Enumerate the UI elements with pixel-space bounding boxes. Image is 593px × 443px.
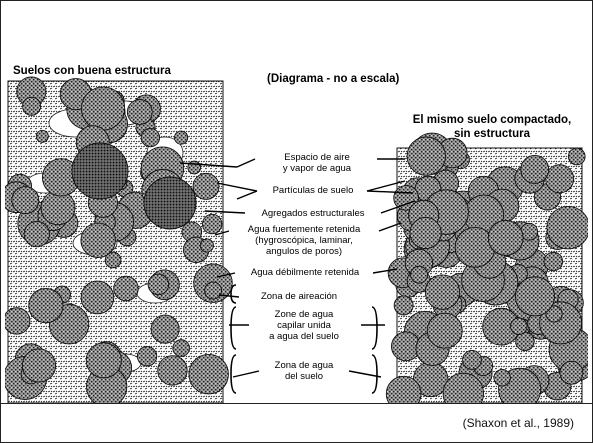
compacted-particle (407, 137, 445, 175)
soil-particle (81, 87, 124, 130)
label-capillary-water-zone: Zone de agua capilar unida a agua del su… (249, 309, 359, 342)
compacted-particle (560, 361, 583, 384)
soil-particle (81, 223, 115, 257)
label-structural-aggregates: Agregados estructurales (243, 208, 383, 219)
label-aeration-zone: Zona de aireación (239, 291, 359, 302)
label-air-space: Espacio de aire y vapor de agua (257, 152, 377, 174)
header-band (1, 1, 592, 63)
compacted-particle (494, 369, 511, 386)
label-line: Agua débilmente retenida (235, 267, 375, 278)
label-line: a agua del suelo (249, 331, 359, 342)
right-title-line1: El mismo suelo compactado, (397, 113, 587, 127)
label-line: Zona de agua (259, 360, 349, 371)
label-line: Agregados estructurales (243, 208, 383, 219)
compacted-particle (515, 277, 554, 316)
label-line: del suelo (259, 371, 349, 382)
soil-particle (141, 128, 159, 146)
compacted-particle (544, 252, 563, 271)
zone-bracket (231, 307, 236, 349)
diagram-subtitle: (Diagrama - no a escala) (267, 73, 399, 85)
soil-particle (127, 99, 152, 124)
soil-particle (114, 276, 139, 301)
soil-particle (22, 349, 55, 382)
right-title-line2: sin estructura (397, 127, 587, 141)
compacted-particle (546, 165, 574, 193)
label-line: (hygroscópica, laminar, (229, 235, 379, 246)
right-title: El mismo suelo compactado, sin estructur… (397, 113, 587, 141)
good-structure-soil-block (5, 77, 232, 403)
leader-line (237, 159, 255, 167)
compacted-particle (410, 217, 441, 248)
label-line: angulos de poros) (229, 246, 379, 257)
zone-bracket (372, 355, 377, 393)
soil-particle (12, 187, 39, 214)
soil-particle (205, 282, 222, 299)
soil-particle (5, 308, 30, 334)
compacted-particle (394, 296, 413, 315)
compacted-particle (463, 350, 482, 369)
soil-particle (158, 356, 187, 385)
label-soil-particles: Partículas de suelo (253, 185, 373, 196)
soil-particle (200, 239, 213, 252)
soil-particle (173, 340, 190, 357)
compacted-particle (521, 155, 549, 183)
compacted-particle (488, 220, 523, 255)
label-line: Partículas de suelo (253, 185, 373, 196)
soil-particle (148, 274, 169, 295)
leader-line (233, 371, 259, 377)
citation-caption: (Shaxon et al., 1989) (463, 416, 574, 430)
zone-bracket (231, 355, 236, 393)
compacted-particle (547, 206, 588, 248)
soil-particle (29, 288, 63, 322)
structural-aggregate (144, 177, 196, 229)
label-line: Espacio de aire (257, 152, 377, 163)
compacted-particle (411, 266, 428, 283)
label-line: Agua fuertemente retenida (229, 224, 379, 235)
soil-particle (23, 97, 41, 115)
label-line: Zone de agua (249, 309, 359, 320)
compacted-particle (427, 313, 462, 348)
soil-particle (202, 214, 221, 233)
soil-particle (24, 222, 49, 247)
label-soil-water-zone: Zona de agua del suelo (259, 360, 349, 382)
compacted-particle (511, 318, 527, 334)
label-weakly-held-water: Agua débilmente retenida (235, 267, 375, 278)
soil-particle (151, 315, 179, 343)
soil-particle (175, 131, 188, 144)
soil-particle (189, 354, 229, 394)
soil-particle (86, 343, 121, 378)
soil-particle (137, 347, 156, 366)
compacted-soil-block (386, 133, 588, 403)
zone-bracket (231, 285, 236, 303)
footer-divider (1, 403, 592, 404)
left-title: Suelos con buena estructura (13, 65, 171, 77)
soil-particle (36, 130, 48, 142)
label-line: capilar unida (249, 320, 359, 331)
structural-aggregate (72, 143, 128, 199)
label-line: y vapor de agua (257, 163, 377, 174)
compacted-particle (425, 275, 459, 309)
soil-particle (81, 281, 114, 314)
compacted-particle (568, 148, 585, 165)
label-strongly-held-water: Agua fuertemente retenida (hygroscópica,… (229, 224, 379, 257)
soil-particle (193, 173, 219, 199)
soil-structure-diagram: Suelos con buena estructura (Diagrama - … (5, 63, 588, 403)
zone-bracket (372, 307, 377, 349)
label-line: Zona de aireación (239, 291, 359, 302)
